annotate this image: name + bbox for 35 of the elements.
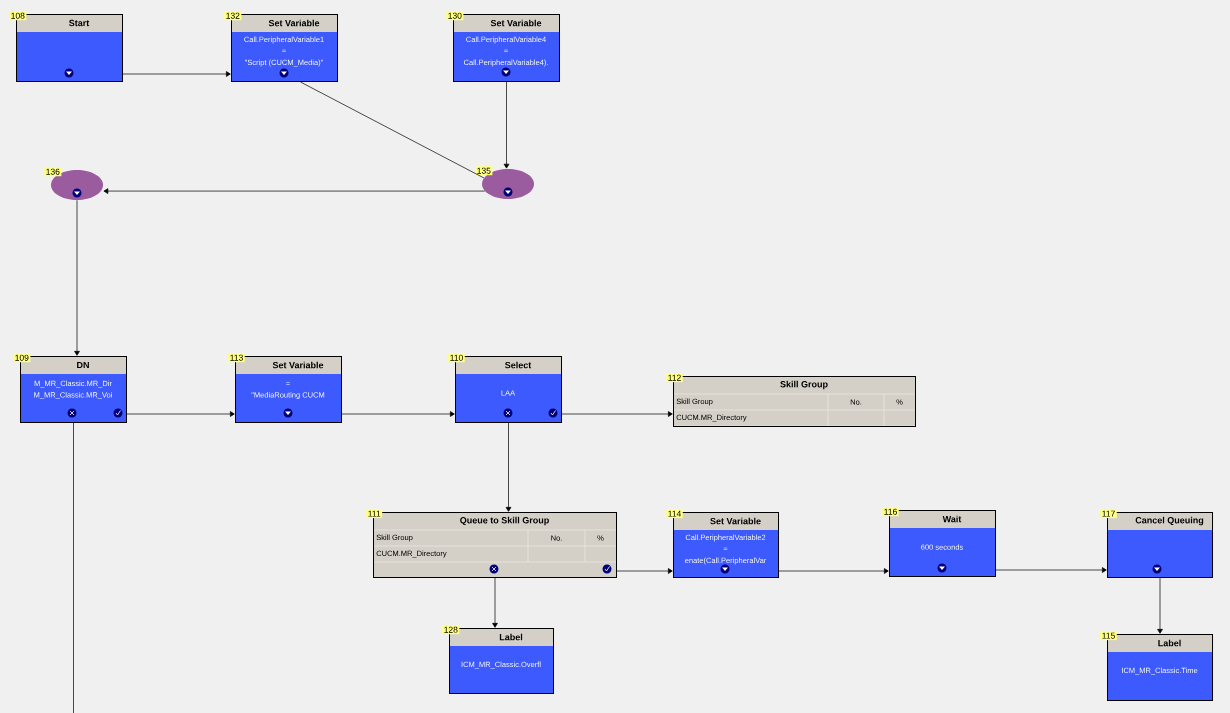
node-label: Set Variable <box>710 517 761 525</box>
node-number-tag: 128 <box>442 625 460 635</box>
connector-arrow <box>616 568 673 574</box>
connector-arrow <box>1157 577 1163 634</box>
node-label: Set Variable <box>268 19 320 27</box>
node-number-tag: 114 <box>666 509 683 519</box>
node-label: Queue to Skill Group <box>460 516 549 526</box>
node-number-tag: 108 <box>9 11 27 21</box>
connector-arrow <box>995 567 1107 573</box>
node-number-tag: 117 <box>1100 509 1117 519</box>
node-number-tag: 110 <box>448 353 465 363</box>
connector-arrow <box>778 568 889 574</box>
node-number-tag: 132 <box>224 11 242 21</box>
connector-arrow <box>561 411 673 417</box>
connector-line <box>73 422 74 713</box>
node-number-tag: 113 <box>228 353 245 363</box>
connector-arrow <box>122 71 231 77</box>
node-number-tag: 136 <box>44 167 62 177</box>
node-number-tag: 116 <box>882 507 899 517</box>
connector-arrow <box>492 577 498 628</box>
node-number-tag: 130 <box>446 11 464 21</box>
connector-arrow <box>74 199 80 356</box>
node-number-tag: 109 <box>13 353 31 363</box>
connector-arrow <box>505 422 512 512</box>
connector-arrow <box>103 188 486 194</box>
connector-arrow <box>126 411 235 417</box>
connector-arrow <box>341 411 455 417</box>
connector-arrow <box>503 81 510 169</box>
connector-line <box>300 81 485 179</box>
node-label: Set Variable <box>490 19 542 27</box>
node-number-tag: 135 <box>475 166 493 176</box>
node-number-tag: 111 <box>366 509 383 519</box>
node-number-tag: 115 <box>1100 631 1117 641</box>
node-label: Skill Group <box>780 380 828 390</box>
node-number-tag: 112 <box>666 373 683 383</box>
